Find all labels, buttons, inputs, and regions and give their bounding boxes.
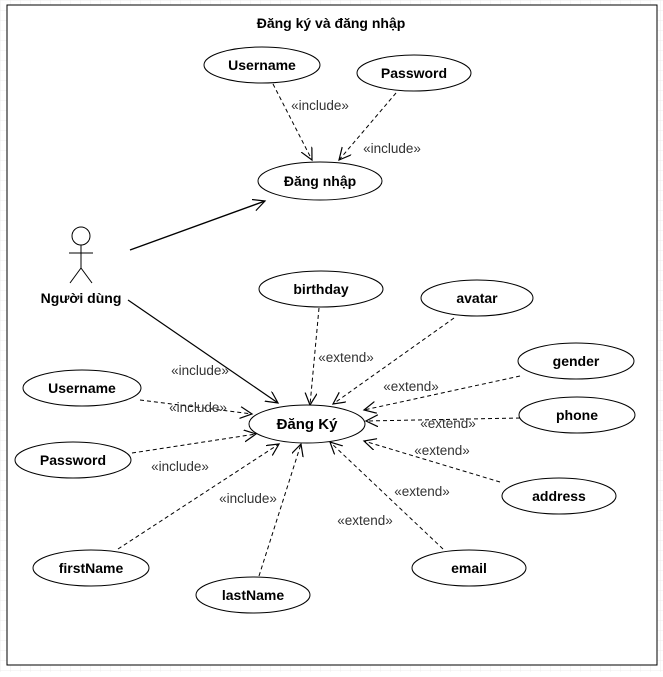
use-case-label: firstName [59, 560, 124, 576]
use-case-login-password[interactable]: Password [356, 54, 472, 92]
use-case-login[interactable]: Đăng nhập [257, 161, 383, 201]
label-extend-birthday: «extend» [318, 350, 374, 365]
label-include-username: «include» [169, 400, 227, 415]
use-case-register[interactable]: Đăng Ký [248, 404, 366, 444]
edge-extend-gender [364, 375, 521, 410]
label-include-login-username: «include» [291, 98, 349, 113]
use-case-label: phone [556, 407, 598, 423]
actor-user[interactable]: Người dùng [41, 226, 122, 306]
use-case-label: Đăng Ký [277, 416, 339, 433]
edge-register-include-lastname [258, 444, 301, 577]
use-case-label: avatar [456, 290, 498, 306]
label-extend-address: «extend» [414, 443, 470, 458]
actor-name: Người dùng [41, 290, 122, 306]
label-extend-email: «extend» [394, 484, 450, 499]
use-case-label: email [451, 560, 487, 576]
use-case-label: birthday [293, 281, 348, 297]
use-case-gender[interactable]: gender [517, 342, 635, 380]
label-include-password: «include» [151, 459, 209, 474]
edge-actor-login [129, 201, 265, 251]
edge-extend-email [330, 442, 444, 550]
use-case-label: Password [381, 65, 447, 81]
use-case-label: Username [48, 380, 116, 396]
use-case-label: Username [228, 57, 296, 73]
stick-figure-icon [69, 226, 93, 284]
use-case-label: address [532, 488, 586, 504]
edge-extend-avatar [333, 317, 455, 404]
use-case-label: lastName [222, 587, 284, 603]
edge-actor-register [127, 299, 278, 403]
use-case-login-username[interactable]: Username [203, 46, 321, 84]
use-case-phone[interactable]: phone [518, 396, 636, 434]
use-case-label: Password [40, 452, 106, 468]
edge-extend-address [364, 441, 501, 483]
edge-register-include-username [139, 399, 252, 414]
use-case-email[interactable]: email [411, 549, 527, 587]
use-case-label: Đăng nhập [284, 173, 356, 189]
use-case-register-username[interactable]: Username [22, 369, 142, 407]
label-extend-phone: «extend» [420, 416, 476, 431]
use-case-address[interactable]: address [501, 477, 617, 515]
edge-extend-birthday [310, 307, 320, 405]
use-case-lastname[interactable]: lastName [195, 576, 311, 614]
edge-extend-phone [366, 418, 521, 421]
use-case-firstname[interactable]: firstName [32, 549, 150, 587]
use-case-birthday[interactable]: birthday [258, 270, 384, 308]
label-extend-gender: «extend» [383, 379, 439, 394]
label-include-login-password: «include» [363, 141, 421, 156]
label-extend-email-2: «extend» [337, 513, 393, 528]
use-case-avatar[interactable]: avatar [420, 279, 534, 317]
use-case-register-password[interactable]: Password [14, 441, 132, 479]
label-include-actor-register: «include» [171, 363, 229, 378]
label-include-lastname: «include» [219, 491, 277, 506]
use-case-label: gender [553, 353, 600, 369]
diagram-title: Đăng ký và đăng nhập [257, 15, 406, 31]
edge-login-include-password [339, 92, 397, 160]
edge-login-include-username [272, 83, 312, 160]
